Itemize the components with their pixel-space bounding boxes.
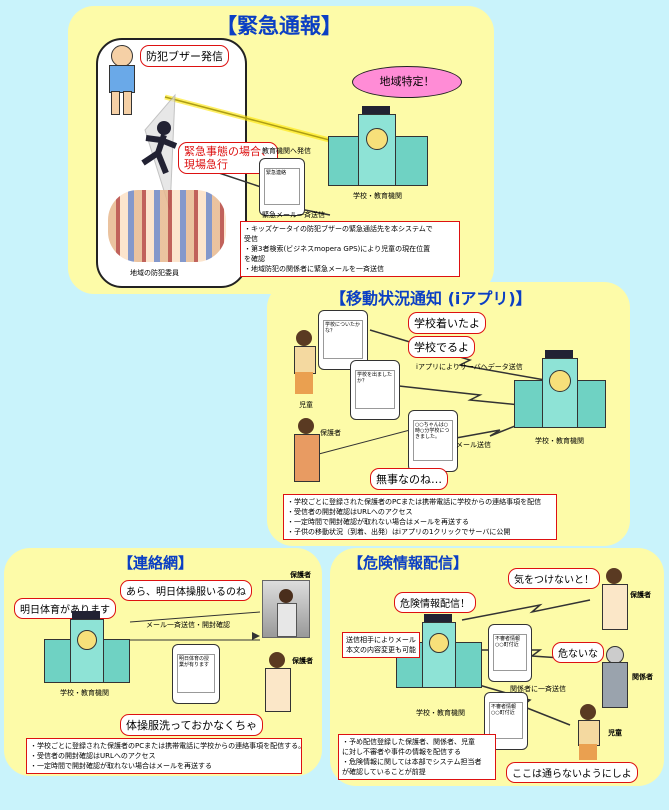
careful-bubble: 気をつけないと！ — [508, 568, 600, 589]
school-label: 学校・教育機関 — [535, 437, 584, 445]
leaving-bubble: 学校でるよ — [408, 336, 475, 358]
guardian-icon — [292, 418, 320, 482]
danger-bubble: 危ないな — [552, 642, 604, 663]
school-building-icon — [44, 611, 130, 683]
child-icon — [292, 330, 318, 396]
relief-bubble: 無事なのね… — [370, 468, 448, 490]
movement-title: 【移動状況通知 (iアプリ)】 — [330, 289, 532, 308]
contact-phone: 明日体育の授業が有ります — [172, 644, 220, 704]
guardian-photo — [262, 580, 310, 638]
danger-phone-1: 不審者情報 ○○町付近 — [488, 624, 532, 682]
broadcast-label: 関係者に一斉送信 — [510, 685, 566, 693]
school-label: 学校・教育機関 — [60, 689, 109, 697]
deliver-bubble: 危険情報配信！ — [394, 592, 476, 613]
running-figure-icon — [128, 118, 188, 178]
danger-title: 【危険情報配信】 — [348, 554, 469, 572]
buzzer-bubble: 防犯ブザー発信 — [140, 45, 229, 67]
child-label: 児童 — [608, 729, 622, 737]
gym-bubble: あら、明日体操服いるのね — [120, 580, 252, 601]
wash-bubble: 体操服洗っておかなくちゃ — [120, 714, 264, 736]
school-building-icon — [328, 106, 428, 186]
school-label: 学校・教育機関 — [353, 192, 402, 200]
avoid-bubble: ここは通らないようにしよ — [506, 762, 638, 783]
guardian-label-1: 保護者 — [290, 571, 311, 579]
related-person-icon — [600, 646, 628, 708]
guardian-icon — [263, 652, 291, 712]
danger-notes: ・予め配信登録した保護者、関係者、児童 に対し不審者や事件の情報を配信する ・危… — [338, 734, 496, 780]
broadcast-label: メール一斉送信・開封確認 — [146, 621, 230, 629]
movement-notes: ・学校ごとに登録された保護者のPCまたは携帯電話に学校からの連絡事項を配信 ・受… — [283, 494, 557, 540]
contact-title: 【連絡網】 — [118, 554, 194, 572]
guardian-label-2: 保護者 — [292, 657, 313, 665]
volunteers-label: 地域の防犯委員 — [130, 269, 179, 277]
content-note: 送信相手によりメール 本文の内容変更も可能 — [342, 632, 420, 658]
child-label: 児童 — [299, 401, 313, 409]
arrived-bubble: 学校着いたよ — [408, 312, 486, 334]
phone-departure-check: 学校を出ましたか？ — [350, 360, 400, 420]
volunteers-photo — [108, 190, 226, 262]
iapp-label: iアプリによりサーバへデータ送信 — [416, 363, 523, 371]
emergency-notes: ・キッズケータイの防犯ブザーの緊急通話先を本システムで 受信 ・第3者検索(ビジ… — [240, 221, 460, 277]
mail-label: メール送信 — [456, 441, 491, 449]
school-label: 学校・教育機関 — [416, 709, 465, 717]
child-icon — [576, 704, 600, 762]
emergency-phone: 緊急連絡 — [259, 158, 305, 216]
guardian-label: 保護者 — [630, 591, 651, 599]
guardian-icon — [600, 568, 628, 630]
emergency-title: 【緊急通報】 — [216, 14, 342, 38]
phone-arrival-mail: ○○ちゃんは○時○分学校につきました。 — [408, 410, 458, 472]
guardian-label: 保護者 — [320, 429, 341, 437]
contact-notes: ・学校ごとに登録された保護者のPCまたは携帯電話に学校からの連絡事項を配信する。… — [26, 738, 305, 774]
school-building-icon — [514, 350, 606, 428]
mail-label: 緊急メール一斉送信 — [262, 211, 325, 219]
region-cloud: 地域特定！ — [352, 66, 462, 98]
child-figure — [103, 45, 139, 115]
to-school-label: 教育機関へ発信 — [262, 147, 311, 155]
related-label: 関係者 — [632, 673, 653, 681]
